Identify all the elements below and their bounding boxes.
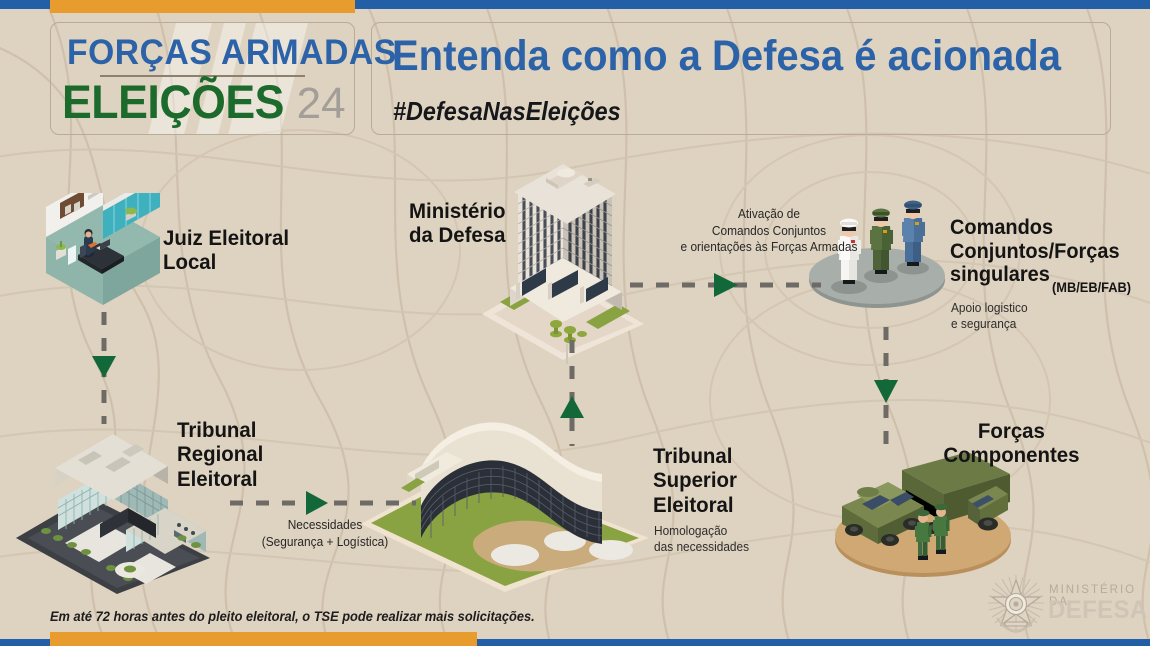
page-hashtag: #DefesaNasEleições [393, 96, 621, 126]
brazil-coat-of-arms-icon [988, 575, 1044, 633]
label-forcas-componentes: Forças Componentes [943, 419, 1080, 468]
label-comandos-paren: (MB/EB/FAB) [1052, 280, 1132, 295]
brand-line-forcas-armadas: FORÇAS ARMADAS [67, 33, 397, 72]
army-officer-figure [870, 208, 893, 274]
label-comandos-conjuntos: Comandos Conjuntos/Forças singulares [950, 216, 1120, 287]
navy-officer-figure [838, 218, 861, 284]
arrow-tre-to-tse [230, 491, 416, 515]
label-juiz-eleitoral-local: Juiz Eleitoral Local [163, 226, 289, 275]
brand-line-eleicoes: ELEIÇÕES [62, 75, 284, 128]
top-blue-bar [0, 0, 1150, 9]
note-ativacao-comandos: Ativação de Comandos Conjuntos e orienta… [680, 207, 858, 255]
sub-tse-homologacao: Homologação das necessidades [654, 524, 750, 554]
footer-orange-bar [50, 632, 477, 646]
ministry-logo-top-text: MINISTÉRIO DA [1049, 584, 1137, 608]
label-ministerio-da-defesa: Ministério da Defesa [409, 199, 506, 248]
ministry-logo-main-text: DEFESA [1048, 596, 1148, 624]
note-necessidades: Necessidades (Segurança + Logística) [261, 518, 389, 549]
arrow-comandos-to-forcas [874, 327, 898, 447]
page-title: Entenda como a Defesa é acionada [392, 32, 1061, 80]
arrow-tse-to-ministerio [560, 340, 584, 446]
bottom-blue-bar [0, 639, 1150, 646]
sub-comandos-apoio: Apoio logistico e segurança [951, 301, 1028, 331]
label-tribunal-superior-eleitoral: Tribunal Superior Eleitoral [653, 444, 737, 517]
arrow-ministerio-to-comandos [630, 273, 821, 297]
arrow-juiz-to-tre [92, 312, 116, 424]
military-humvee [842, 482, 924, 546]
brand-divider-rule [100, 75, 305, 77]
scene-comandos-conjuntos [809, 200, 945, 308]
airforce-officer-figure [902, 200, 925, 266]
brand-line-eleicoes-wrap: ELEIÇÕES 24 [62, 74, 346, 129]
scene-forcas-componentes [835, 452, 1011, 577]
soldier-figure-2 [933, 503, 950, 554]
brand-logo-box [50, 22, 355, 135]
scene-tribunal-superior-eleitoral [361, 422, 649, 592]
scene-tribunal-regional-eleitoral [16, 434, 210, 594]
label-tribunal-regional-eleitoral: Tribunal Regional Eleitoral [177, 418, 264, 491]
brand-year: 24 [296, 79, 346, 128]
scene-juiz-eleitoral-local [46, 193, 160, 305]
footer-note: Em até 72 horas antes do pleito eleitora… [50, 609, 535, 624]
title-box [371, 22, 1111, 135]
top-orange-bar [50, 0, 355, 13]
soldier-figure-1 [915, 509, 932, 560]
scene-ministerio-da-defesa [482, 164, 644, 364]
